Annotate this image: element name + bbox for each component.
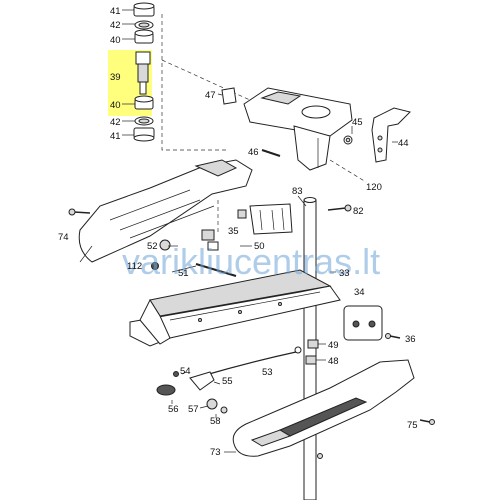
label-53: 53	[262, 367, 273, 378]
label-56: 56	[168, 404, 179, 415]
label-45: 45	[352, 117, 363, 128]
part-35-small[interactable]	[237, 209, 247, 219]
part-42-top[interactable]	[134, 20, 154, 30]
part-45-screw[interactable]	[343, 135, 353, 145]
top-part-stack	[108, 2, 251, 151]
part-55-lever[interactable]	[189, 371, 215, 391]
label-52: 52	[147, 241, 158, 252]
label-74: 74	[58, 232, 69, 243]
part-40-bottom[interactable]	[134, 95, 154, 110]
latch-group	[156, 371, 228, 418]
part-56-knob[interactable]	[156, 384, 176, 396]
watermark-text: varikliucentras.lt	[122, 241, 380, 282]
part-49-clip[interactable]	[307, 339, 319, 349]
part-82-bolt[interactable]	[327, 204, 352, 212]
part-47-plate[interactable]	[221, 87, 237, 105]
part-54-pin[interactable]	[173, 371, 179, 377]
label-35: 35	[228, 226, 239, 237]
bolt-74-screw[interactable]	[68, 208, 91, 216]
label-34: 34	[354, 287, 365, 298]
part-75-screw[interactable]	[419, 419, 435, 425]
label-40-top: 40	[110, 35, 121, 46]
label-54: 54	[180, 366, 191, 377]
label-49: 49	[328, 340, 339, 351]
part-74-side-cover[interactable]	[78, 159, 253, 263]
part-35-bracket[interactable]	[249, 203, 293, 235]
part-34-plate[interactable]	[343, 305, 383, 341]
label-55: 55	[222, 376, 233, 387]
upper-housing-group	[217, 87, 411, 183]
part-57-washer[interactable]	[206, 398, 218, 410]
part-lower-cover[interactable]	[232, 359, 415, 457]
label-41-top: 41	[110, 6, 121, 17]
part-73-screw[interactable]	[224, 451, 323, 459]
label-42-bottom: 42	[110, 117, 121, 128]
label-51: 51	[178, 268, 189, 279]
label-33: 33	[339, 268, 350, 279]
part-40-top[interactable]	[134, 29, 154, 44]
label-48: 48	[328, 356, 339, 367]
part-41-top[interactable]	[133, 2, 155, 17]
label-73: 73	[210, 447, 221, 458]
label-58: 58	[210, 416, 221, 427]
label-39: 39	[110, 72, 121, 83]
label-47: 47	[205, 90, 216, 101]
label-57: 57	[188, 404, 199, 415]
part-41-bottom[interactable]	[133, 127, 155, 142]
part-44-lever[interactable]	[371, 107, 411, 163]
part-48-clip[interactable]	[305, 355, 317, 365]
part-112-nut[interactable]	[151, 262, 159, 270]
label-75: 75	[407, 420, 418, 431]
label-41-bottom: 41	[110, 131, 121, 142]
label-46: 46	[248, 147, 259, 158]
part-36-screw[interactable]	[385, 333, 401, 339]
part-50-block[interactable]	[201, 229, 219, 251]
part-33-transom-bracket[interactable]	[129, 269, 341, 347]
label-42-top: 42	[110, 20, 121, 31]
part-120-housing[interactable]	[243, 87, 353, 171]
label-50: 50	[254, 241, 265, 252]
part-46-pin[interactable]	[261, 149, 281, 157]
part-58-screw[interactable]	[220, 406, 228, 414]
part-labels: 41 42 40 39 40 42 41 47 45 44 46 120 83 …	[58, 6, 418, 458]
label-82: 82	[353, 206, 364, 217]
part-51-rod[interactable]	[195, 263, 237, 277]
part-42-bottom[interactable]	[134, 116, 154, 126]
label-36: 36	[405, 334, 416, 345]
label-83: 83	[292, 186, 303, 197]
label-44: 44	[398, 138, 409, 149]
mid-bracket-group	[151, 200, 293, 277]
label-112: 112	[127, 261, 142, 272]
part-53-cable[interactable]	[201, 346, 302, 377]
label-120: 120	[366, 182, 382, 193]
label-40-bottom: 40	[110, 100, 121, 111]
part-52-spacer[interactable]	[159, 239, 171, 251]
